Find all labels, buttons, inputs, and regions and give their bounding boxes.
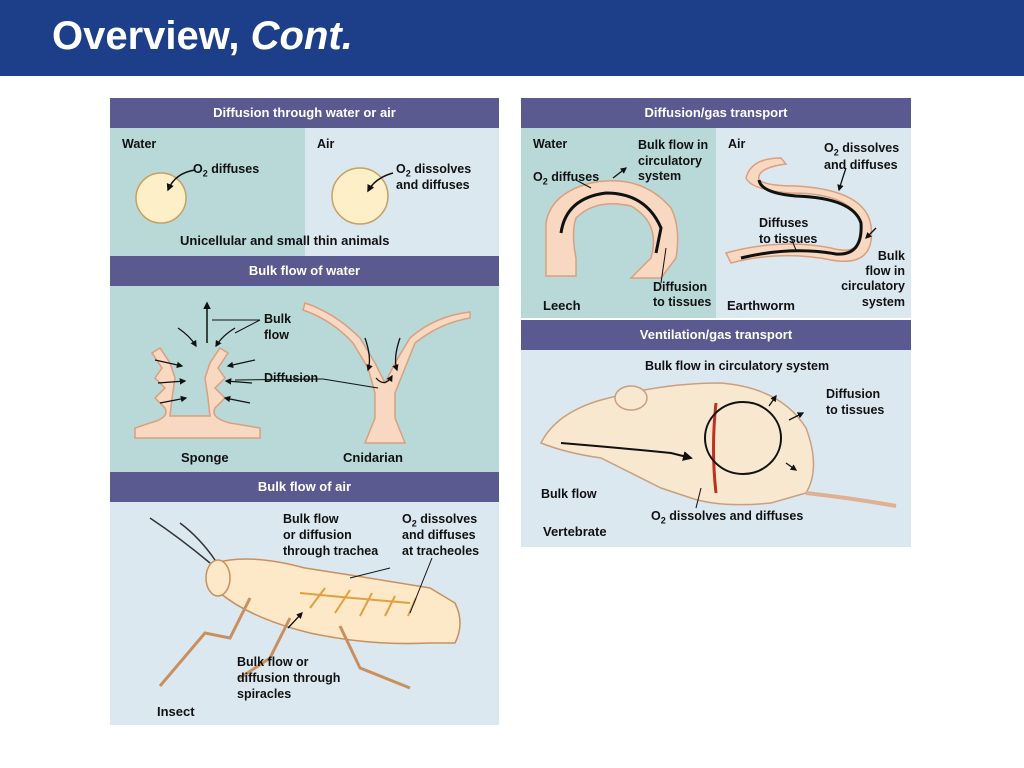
air-label: Air xyxy=(317,137,335,151)
water-label: Water xyxy=(122,137,157,151)
leech-diffusion-label-1: Diffusion xyxy=(653,280,708,294)
air-and-diffuses-label: and diffuses xyxy=(396,178,470,192)
spiracles-label-1: Bulk flow or xyxy=(237,655,309,669)
water-diffusion-arrow xyxy=(166,169,196,192)
sponge-caption: Sponge xyxy=(181,450,229,465)
worm-bulk-label-3: circulatory xyxy=(841,279,905,293)
diffusion-gas-header: Diffusion/gas transport xyxy=(521,98,911,128)
vert-diffusion-label-2: to tissues xyxy=(826,403,885,417)
air-o2-dissolves-label: O2 dissolves xyxy=(396,162,472,179)
diffusion-label: Diffusion xyxy=(264,371,319,385)
leech-bulk-label-1: Bulk flow in xyxy=(638,138,709,152)
trachea-label-1: Bulk flow xyxy=(283,512,339,526)
flow-label: flow xyxy=(264,328,289,342)
air-cell xyxy=(331,167,389,225)
sponge-drawing xyxy=(134,301,261,439)
right-air-region xyxy=(716,128,911,318)
right-water-label: Water xyxy=(533,137,568,151)
tracheoles-label-2: and diffuses xyxy=(402,528,476,542)
right-air-label: Air xyxy=(728,137,746,151)
worm-bulk-label-4: system xyxy=(861,295,905,309)
vert-diffusion-label-1: Diffusion xyxy=(826,387,881,401)
water-cell xyxy=(135,172,187,224)
spiracles-label-2: diffusion through xyxy=(237,671,341,685)
ventilation-header: Ventilation/gas transport xyxy=(521,320,911,350)
leech-diffusion-label-2: to tissues xyxy=(653,295,712,309)
spiracles-label-3: spiracles xyxy=(237,687,292,701)
cnidarian-drawing xyxy=(234,302,471,444)
water-air-header: Diffusion through water or air xyxy=(110,98,499,128)
vertebrate-drawing xyxy=(539,382,897,509)
worm-o2-label-2: and diffuses xyxy=(824,158,898,172)
cnidarian-caption: Cnidarian xyxy=(343,450,403,465)
left-figure: Diffusion through water or air Bulk flow… xyxy=(110,98,499,725)
vert-bulk-flow-label: Bulk flow xyxy=(541,487,597,501)
leech-bulk-label-3: system xyxy=(638,169,682,183)
leech-o2-label: O2 diffuses xyxy=(533,170,600,187)
leech-caption: Leech xyxy=(543,298,581,313)
bulk-water-header: Bulk flow of water xyxy=(110,256,499,286)
leech-drawing xyxy=(545,167,679,284)
bulk-air-header: Bulk flow of air xyxy=(110,472,499,502)
unicellular-caption: Unicellular and small thin animals xyxy=(180,233,390,248)
tracheoles-label-3: at tracheoles xyxy=(402,544,480,558)
water-o2-diffuses-label: O2 diffuses xyxy=(193,162,260,179)
insect-drawing xyxy=(149,517,461,690)
vert-bulk-circ-label: Bulk flow in circulatory system xyxy=(645,359,830,373)
trachea-label-2: or diffusion xyxy=(283,528,352,542)
right-drawings xyxy=(539,157,897,509)
worm-diffuses-label-1: Diffuses xyxy=(759,216,809,230)
insect-caption: Insect xyxy=(157,704,195,719)
worm-bulk-label-2: flow in xyxy=(865,264,905,278)
earthworm-drawing xyxy=(724,157,877,264)
worm-o2-label-1: O2 dissolves xyxy=(824,141,900,158)
vert-o2-label: O2 dissolves and diffuses xyxy=(651,509,804,526)
worm-diffuses-label-2: to tissues xyxy=(759,232,818,246)
vertebrate-caption: Vertebrate xyxy=(543,524,607,539)
title-bar xyxy=(0,0,1024,76)
worm-bulk-label-1: Bulk xyxy=(877,249,905,263)
tracheoles-label-1: O2 dissolves xyxy=(402,512,478,529)
right-figure: Diffusion/gas transport Ventilation/gas … xyxy=(521,98,911,547)
air-diffusion-arrow xyxy=(367,172,394,193)
earthworm-caption: Earthworm xyxy=(727,298,795,313)
left-drawings xyxy=(134,167,471,690)
trachea-label-3: through trachea xyxy=(283,544,379,558)
bulk-label: Bulk xyxy=(264,312,292,326)
slide-title: Overview, Cont. xyxy=(52,14,353,59)
title-main: Overview, xyxy=(52,14,240,58)
leech-bulk-label-2: circulatory xyxy=(638,154,702,168)
title-emphasis: Cont. xyxy=(250,14,353,58)
